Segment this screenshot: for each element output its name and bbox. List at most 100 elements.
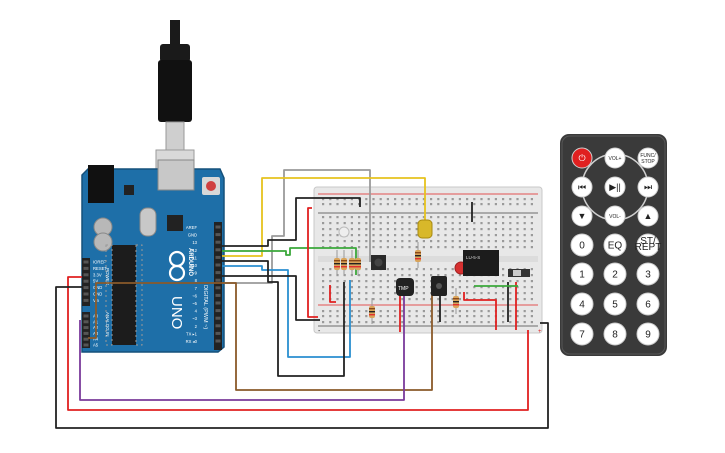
breadboard-hole[interactable] bbox=[322, 298, 325, 301]
breadboard-hole[interactable] bbox=[358, 286, 361, 289]
breadboard-hole[interactable] bbox=[494, 234, 497, 237]
breadboard-hole[interactable] bbox=[458, 228, 461, 231]
breadboard-hole[interactable] bbox=[444, 234, 447, 237]
breadboard-hole[interactable] bbox=[394, 321, 397, 324]
breadboard-hole[interactable] bbox=[372, 286, 375, 289]
breadboard-hole[interactable] bbox=[365, 298, 368, 301]
breadboard-hole[interactable] bbox=[466, 246, 469, 249]
breadboard-hole[interactable] bbox=[415, 228, 418, 231]
breadboard-hole[interactable] bbox=[509, 246, 512, 249]
breadboard-hole[interactable] bbox=[386, 321, 389, 324]
breadboard-hole[interactable] bbox=[502, 198, 505, 201]
breadboard-hole[interactable] bbox=[350, 315, 353, 318]
breadboard-hole[interactable] bbox=[516, 228, 519, 231]
breadboard-hole[interactable] bbox=[444, 240, 447, 243]
breadboard-hole[interactable] bbox=[415, 292, 418, 295]
breadboard-hole[interactable] bbox=[379, 234, 382, 237]
breadboard-hole[interactable] bbox=[502, 280, 505, 283]
breadboard-hole[interactable] bbox=[473, 234, 476, 237]
breadboard-hole[interactable] bbox=[336, 198, 339, 201]
breadboard-hole[interactable] bbox=[422, 198, 425, 201]
power-analog-pin[interactable] bbox=[83, 320, 89, 324]
breadboard-hole[interactable] bbox=[322, 198, 325, 201]
breadboard-hole[interactable] bbox=[329, 234, 332, 237]
breadboard-hole[interactable] bbox=[422, 298, 425, 301]
breadboard-hole[interactable] bbox=[365, 198, 368, 201]
breadboard-hole[interactable] bbox=[509, 198, 512, 201]
breadboard-hole[interactable] bbox=[401, 234, 404, 237]
breadboard-hole[interactable] bbox=[350, 292, 353, 295]
breadboard-hole[interactable] bbox=[466, 292, 469, 295]
breadboard-hole[interactable] bbox=[437, 240, 440, 243]
breadboard-hole[interactable] bbox=[422, 292, 425, 295]
breadboard-hole[interactable] bbox=[336, 203, 339, 206]
breadboard-hole[interactable] bbox=[480, 286, 483, 289]
breadboard-hole[interactable] bbox=[502, 222, 505, 225]
digital-pin[interactable] bbox=[215, 301, 221, 305]
breadboard-hole[interactable] bbox=[372, 240, 375, 243]
breadboard-hole[interactable] bbox=[466, 321, 469, 324]
breadboard-hole[interactable] bbox=[350, 203, 353, 206]
breadboard-hole[interactable] bbox=[408, 228, 411, 231]
breadboard-hole[interactable] bbox=[379, 246, 382, 249]
breadboard-hole[interactable] bbox=[523, 321, 526, 324]
breadboard-hole[interactable] bbox=[329, 228, 332, 231]
digital-pin[interactable] bbox=[215, 225, 221, 229]
digit-4-button[interactable]: 4 bbox=[570, 292, 594, 316]
breadboard-hole[interactable] bbox=[516, 315, 519, 318]
breadboard-hole[interactable] bbox=[343, 203, 346, 206]
breadboard-hole[interactable] bbox=[437, 246, 440, 249]
breadboard-hole[interactable] bbox=[386, 310, 389, 313]
digit-3-button[interactable]: 3 bbox=[636, 262, 660, 286]
breadboard-hole[interactable] bbox=[480, 234, 483, 237]
digital-pin[interactable] bbox=[215, 263, 221, 267]
digital-pin[interactable] bbox=[215, 324, 221, 328]
breadboard-hole[interactable] bbox=[516, 310, 519, 313]
breadboard-hole[interactable] bbox=[523, 292, 526, 295]
breadboard-hole[interactable] bbox=[343, 216, 346, 219]
breadboard-hole[interactable] bbox=[358, 280, 361, 283]
breadboard-hole[interactable] bbox=[502, 292, 505, 295]
power-analog-pin[interactable] bbox=[83, 343, 89, 347]
breadboard-hole[interactable] bbox=[516, 240, 519, 243]
breadboard-hole[interactable] bbox=[451, 286, 454, 289]
next-button[interactable]: ⏭ bbox=[637, 176, 659, 198]
breadboard-hole[interactable] bbox=[437, 274, 440, 277]
breadboard-hole[interactable] bbox=[365, 321, 368, 324]
up-button[interactable]: ▲ bbox=[637, 205, 659, 227]
breadboard-hole[interactable] bbox=[394, 246, 397, 249]
breadboard-hole[interactable] bbox=[322, 203, 325, 206]
breadboard-hole[interactable] bbox=[394, 315, 397, 318]
breadboard-hole[interactable] bbox=[487, 321, 490, 324]
breadboard-hole[interactable] bbox=[502, 246, 505, 249]
breadboard-hole[interactable] bbox=[358, 240, 361, 243]
digit-6-button[interactable]: 6 bbox=[636, 292, 660, 316]
breadboard-hole[interactable] bbox=[494, 280, 497, 283]
breadboard-hole[interactable] bbox=[401, 315, 404, 318]
breadboard-hole[interactable] bbox=[379, 240, 382, 243]
breadboard-hole[interactable] bbox=[437, 198, 440, 201]
breadboard-hole[interactable] bbox=[480, 216, 483, 219]
breadboard-hole[interactable] bbox=[379, 321, 382, 324]
breadboard-hole[interactable] bbox=[480, 222, 483, 225]
breadboard-hole[interactable] bbox=[530, 274, 533, 277]
breadboard-hole[interactable] bbox=[408, 321, 411, 324]
breadboard-hole[interactable] bbox=[358, 310, 361, 313]
breadboard-hole[interactable] bbox=[322, 268, 325, 271]
breadboard-hole[interactable] bbox=[379, 292, 382, 295]
power-button[interactable]: ⏻ bbox=[571, 147, 593, 169]
digital-pin[interactable] bbox=[215, 240, 221, 244]
digital-pin[interactable] bbox=[215, 286, 221, 290]
breadboard-hole[interactable] bbox=[365, 280, 368, 283]
breadboard-hole[interactable] bbox=[415, 203, 418, 206]
breadboard-hole[interactable] bbox=[372, 274, 375, 277]
breadboard-hole[interactable] bbox=[516, 280, 519, 283]
breadboard-hole[interactable] bbox=[379, 280, 382, 283]
power-analog-pin[interactable] bbox=[83, 266, 89, 270]
breadboard-hole[interactable] bbox=[458, 246, 461, 249]
breadboard-hole[interactable] bbox=[473, 216, 476, 219]
breadboard-hole[interactable] bbox=[458, 216, 461, 219]
breadboard-hole[interactable] bbox=[386, 315, 389, 318]
breadboard-hole[interactable] bbox=[394, 274, 397, 277]
breadboard-hole[interactable] bbox=[422, 274, 425, 277]
